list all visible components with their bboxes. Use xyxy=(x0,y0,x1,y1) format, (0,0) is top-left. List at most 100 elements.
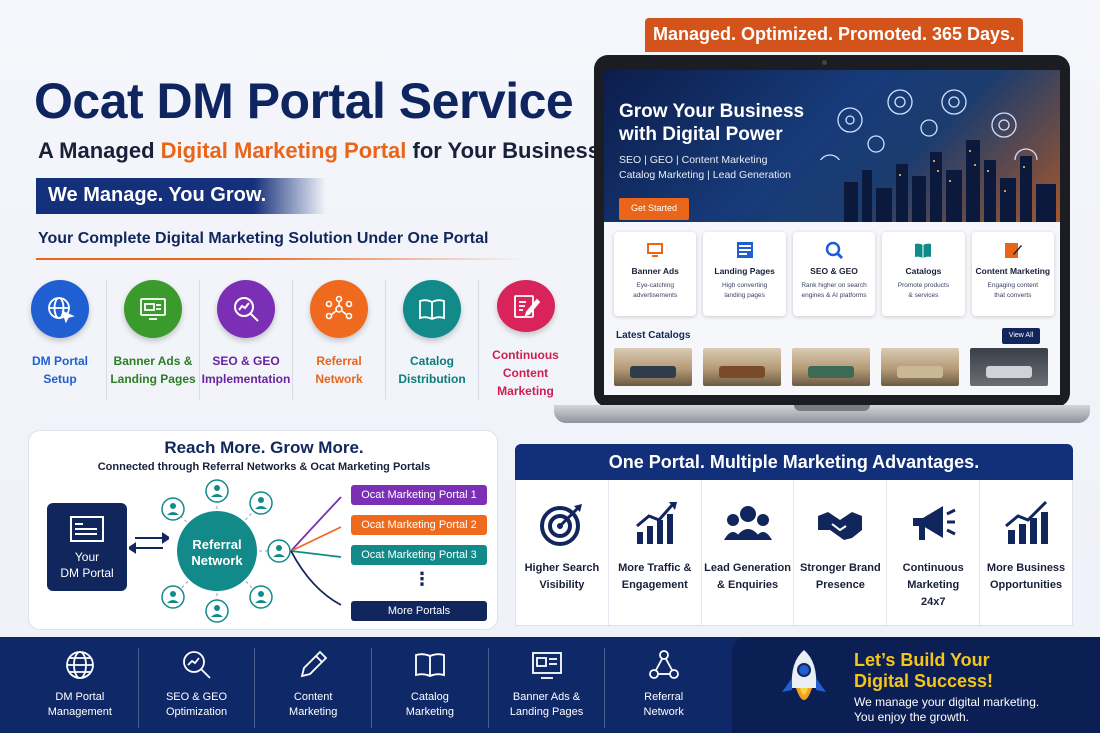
service-label: Catalog Distribution xyxy=(398,354,466,386)
megaphone-icon xyxy=(913,506,956,540)
feature-cards: Banner Ads Eye-catching advertisements L… xyxy=(614,232,1055,316)
advantage-item: More Traffic & Engagement xyxy=(609,480,702,625)
bottom-label: Content Marketing xyxy=(289,691,338,718)
cta-subtitle: We manage your digital marketing. You en… xyxy=(854,695,1040,724)
catalog-thumbnail[interactable] xyxy=(881,348,959,386)
bottom-label: SEO & GEO Optimization xyxy=(165,691,228,718)
feature-desc: Rank higher on search engines & AI platf… xyxy=(801,282,867,299)
search-icon xyxy=(825,241,844,260)
services-row: DM Portal Setup Banner Ads & Landing Pag… xyxy=(14,280,584,400)
ocat-portal-2[interactable]: Ocat Marketing Portal 2 xyxy=(351,515,487,535)
get-started-button[interactable]: Get Started xyxy=(619,198,689,220)
magnify-chart-icon xyxy=(217,280,275,338)
monitor-ad-icon xyxy=(124,280,182,338)
advantage-item: Continuous Marketing 24x7 xyxy=(887,480,981,625)
latest-catalogs-label: Latest Catalogs xyxy=(616,330,691,341)
bottom-item-dm-portal[interactable]: DM Portal Management xyxy=(22,648,139,728)
feature-desc: Eye-catching advertisements xyxy=(633,282,678,299)
people-group-icon xyxy=(723,506,772,540)
feature-name: Content Marketing xyxy=(975,266,1051,276)
bottom-item-referral[interactable]: Referral Network xyxy=(605,648,722,728)
advantage-label: Stronger Brand Presence xyxy=(800,562,881,591)
subtitle-prefix: A Managed xyxy=(38,138,161,163)
network-icon xyxy=(648,650,679,679)
edit-icon xyxy=(1004,243,1022,258)
feature-name: Landing Pages xyxy=(714,266,775,276)
laptop-notch xyxy=(794,405,870,411)
bottom-item-catalog[interactable]: Catalog Marketing xyxy=(372,648,489,728)
catalog-thumbnail[interactable] xyxy=(614,348,692,386)
catalog-thumbnail[interactable] xyxy=(792,348,870,386)
top-banner: Managed. Optimized. Promoted. 365 Days. xyxy=(645,18,1023,52)
subtitle-highlight: Digital Marketing Portal xyxy=(160,138,407,163)
bottom-item-banner[interactable]: Banner Ads & Landing Pages xyxy=(489,648,606,728)
portal-screen-icon xyxy=(70,516,104,542)
hero-icons xyxy=(820,89,1038,160)
laptop-screen: Grow Your Business with Digital Power SE… xyxy=(604,70,1060,395)
bar-growth-icon xyxy=(1005,500,1049,544)
catalog-thumbnail[interactable] xyxy=(703,348,781,386)
feature-name: SEO & GEO xyxy=(810,266,858,276)
feature-card[interactable]: Landing Pages High converting landing pa… xyxy=(703,232,786,316)
bottom-label: Banner Ads & Landing Pages xyxy=(509,691,584,718)
globe-cursor-icon xyxy=(31,280,89,338)
camera-icon xyxy=(822,60,827,65)
book-icon xyxy=(414,653,445,677)
pen-icon xyxy=(300,650,328,678)
advantage-item: Higher Search Visibility xyxy=(516,480,609,625)
advantage-item: Stronger Brand Presence xyxy=(794,480,888,625)
bottom-item-content[interactable]: Content Marketing xyxy=(255,648,373,728)
subtitle-suffix: for Your Business xyxy=(406,138,600,163)
rocket-icon xyxy=(782,650,826,700)
search-chart-icon xyxy=(182,651,211,679)
service-label: Referral Network xyxy=(315,354,363,386)
book-icon xyxy=(915,243,932,258)
feature-name: Catalogs xyxy=(905,266,942,276)
service-catalog-distribution[interactable]: Catalog Distribution xyxy=(386,280,479,400)
hero-subtitle: SEO | GEO | Content Marketing Catalog Ma… xyxy=(619,154,791,181)
advantage-label: Higher Search Visibility xyxy=(524,562,600,591)
feature-desc: High converting landing pages xyxy=(722,282,768,299)
bottom-item-seo[interactable]: SEO & GEO Optimization xyxy=(139,648,256,728)
advantage-label: Lead Generation & Enquiries xyxy=(704,562,791,591)
divider xyxy=(36,258,526,260)
bottom-label: Catalog Marketing xyxy=(405,691,454,718)
cta-title: Let’s Build Your Digital Success! xyxy=(854,650,994,691)
referral-network-label: Referral Network xyxy=(191,537,243,568)
monitor-icon xyxy=(647,243,664,257)
catalog-thumbnails xyxy=(614,348,1054,388)
feature-name: Banner Ads xyxy=(631,266,679,276)
service-content-marketing[interactable]: Continuous Content Marketing xyxy=(479,280,572,400)
view-all-button[interactable]: View All xyxy=(1002,328,1040,344)
feature-card[interactable]: Catalogs Promote products & services xyxy=(882,232,965,316)
ocat-portal-3[interactable]: Ocat Marketing Portal 3 xyxy=(351,545,487,565)
service-label: SEO & GEO Implementation xyxy=(201,354,291,386)
service-seo-geo[interactable]: SEO & GEO Implementation xyxy=(200,280,293,400)
solution-line: Your Complete Digital Marketing Solution… xyxy=(38,230,489,247)
feature-card[interactable]: Content Marketing Engaging content that … xyxy=(971,232,1055,316)
bidirectional-arrow-icon xyxy=(129,532,169,554)
advantages-title: One Portal. Multiple Marketing Advantage… xyxy=(515,444,1073,480)
main-title: Ocat DM Portal Service xyxy=(34,73,574,129)
service-referral-network[interactable]: Referral Network xyxy=(293,280,386,400)
feature-desc: Engaging content that converts xyxy=(987,282,1039,299)
laptop-base xyxy=(554,405,1090,423)
service-dm-portal-setup[interactable]: DM Portal Setup xyxy=(14,280,107,400)
edit-document-icon xyxy=(496,280,555,332)
service-banner-ads[interactable]: Banner Ads & Landing Pages xyxy=(107,280,200,400)
catalog-thumbnail[interactable] xyxy=(970,348,1048,386)
monitor-icon xyxy=(531,652,562,679)
service-label: Continuous Content Marketing xyxy=(492,348,559,398)
advantage-label: More Business Opportunities xyxy=(986,562,1066,591)
page-icon xyxy=(736,242,753,258)
reach-panel: Reach More. Grow More. Connected through… xyxy=(28,430,498,630)
feature-card[interactable]: SEO & GEO Rank higher on search engines … xyxy=(792,232,876,316)
ocat-portal-1[interactable]: Ocat Marketing Portal 1 xyxy=(351,485,487,505)
service-label: DM Portal Setup xyxy=(31,354,88,386)
advantage-label: More Traffic & Engagement xyxy=(618,562,692,591)
open-book-icon xyxy=(403,280,461,338)
hero-title: Grow Your Business with Digital Power xyxy=(619,101,805,145)
globe-icon xyxy=(65,651,94,679)
more-portals[interactable]: More Portals xyxy=(351,601,487,621)
feature-card[interactable]: Banner Ads Eye-catching advertisements xyxy=(614,232,697,316)
